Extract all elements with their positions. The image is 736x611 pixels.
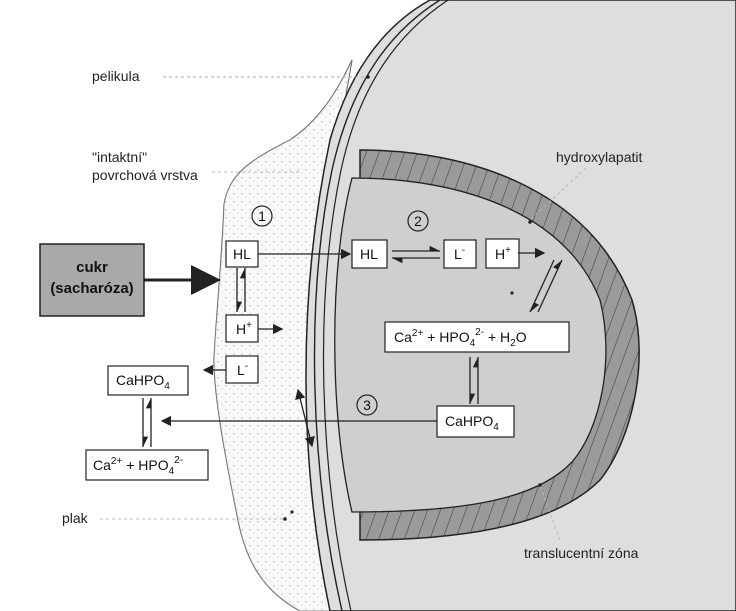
svg-text:L-: L- [454, 245, 465, 262]
step-1: 1 [251, 205, 273, 227]
step-2: 2 [407, 210, 429, 232]
box-hl-left: HL [225, 240, 259, 268]
label-hydroxylapatit: hydroxylapatit [556, 149, 642, 165]
sugar-line1: cukr [76, 259, 108, 276]
box-l-left: L- [225, 355, 259, 384]
box-ca-hpo4-h2o: Ca2+ + HPO42- + H2O [384, 321, 570, 353]
box-cahpo4-inner: CaHPO4 [436, 405, 515, 438]
svg-text:Ca2+ + HPO42- + H2O: Ca2+ + HPO42- + H2O [394, 327, 527, 349]
svg-text:L-: L- [237, 361, 248, 378]
label-intaktni: "intaktní" [92, 149, 147, 165]
svg-text:1: 1 [258, 208, 266, 224]
box-h-inner: H+ [485, 238, 520, 269]
sugar-line2: (sacharóza) [50, 280, 133, 297]
svg-text:H+: H+ [495, 245, 511, 262]
svg-text:HL: HL [233, 246, 251, 262]
svg-text:3: 3 [363, 397, 371, 413]
arrows [142, 245, 563, 448]
svg-text:CaHPO4: CaHPO4 [445, 413, 499, 433]
svg-text:2: 2 [414, 213, 422, 229]
box-h-left: H+ [225, 314, 259, 343]
label-translucentni: translucentní zóna [524, 545, 639, 561]
label-pelikula: pelikula [92, 68, 140, 84]
svg-text:CaHPO4: CaHPO4 [116, 372, 170, 392]
svg-text:Ca2+ + HPO42-: Ca2+ + HPO42- [93, 455, 183, 477]
svg-text:HL: HL [360, 246, 378, 262]
box-ca-hpo4-left: Ca2+ + HPO42- [85, 449, 209, 481]
svg-text:H+: H+ [236, 320, 252, 337]
box-hl-inner: HL [351, 239, 388, 269]
label-povrchova: povrchová vrstva [92, 167, 198, 183]
label-plak: plak [62, 510, 89, 526]
step-3: 3 [356, 394, 378, 416]
box-cahpo4-left: CaHPO4 [107, 365, 189, 396]
sugar-box: cukr (sacharóza) [39, 243, 145, 317]
box-l-inner: L- [443, 239, 477, 269]
pellicle-line [313, 0, 441, 611]
